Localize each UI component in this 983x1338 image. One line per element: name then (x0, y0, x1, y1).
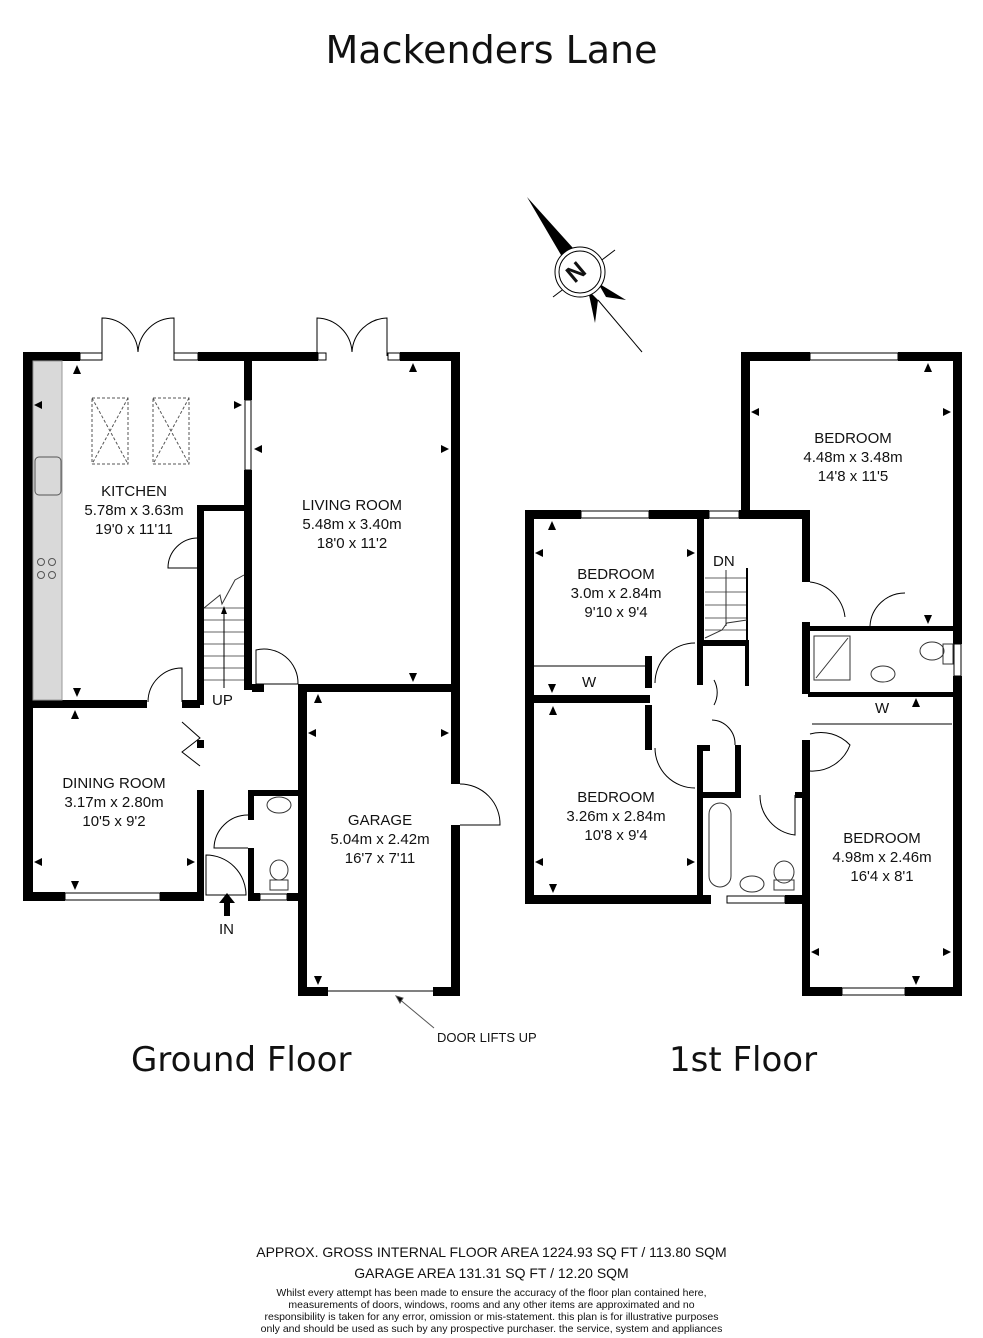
door-lifts-up-arrow-icon (394, 995, 435, 1029)
hob-icon (37, 558, 56, 579)
ground-floor-windows (64, 352, 433, 992)
room-metric: 5.48m x 3.40m (302, 516, 402, 533)
staircase-up-icon (203, 574, 245, 688)
room-name: DINING ROOM (62, 775, 166, 792)
north-compass-icon (527, 197, 643, 353)
room-name: LIVING ROOM (301, 497, 403, 514)
room-metric: 5.04m x 2.42m (330, 831, 430, 848)
room-dining-room: DINING ROOM 3.17m x 2.80m 10'5 x 9'2 (62, 774, 165, 831)
room-bedroom-4: BEDROOM 4.98m x 2.46m 16'4 x 8'1 (832, 829, 931, 886)
room-imperial: 14'8 x 11'5 (817, 468, 889, 485)
room-metric: 5.78m x 3.63m (84, 502, 184, 519)
entrance-arrow-icon (219, 893, 235, 916)
room-name: BEDROOM (577, 566, 655, 583)
room-metric: 4.98m x 2.46m (832, 849, 932, 866)
stairs-down-label: DN (713, 553, 735, 570)
room-imperial: 9'10 x 9'4 (584, 604, 648, 621)
garage-door-note: DOOR LIFTS UP (437, 1030, 537, 1045)
disclaimer-line: responsibility is taken for any error, o… (264, 1311, 719, 1323)
room-bedroom-1: BEDROOM 4.48m x 3.48m 14'8 x 11'5 (803, 429, 902, 486)
gross-area-text: APPROX. GROSS INTERNAL FLOOR AREA 1224.9… (256, 1244, 727, 1260)
disclaimer-line: only and should be used as such by any p… (260, 1323, 723, 1335)
disclaimer-line: Whilst every attempt has been made to en… (276, 1287, 707, 1299)
bathroom-fixtures-icon (708, 635, 954, 893)
first-floor-doors (654, 581, 906, 836)
ground-floor-doors (147, 537, 501, 896)
room-imperial: 10'8 x 9'4 (584, 827, 648, 844)
french-door-living-icon (316, 317, 388, 356)
room-garage: GARAGE 5.04m x 2.42m 16'7 x 7'11 (330, 811, 429, 868)
wardrobe-label-2: W (875, 700, 890, 717)
room-kitchen: KITCHEN 5.78m x 3.63m 19'0 x 11'11 (84, 482, 183, 539)
ground-floor-label: Ground Floor (131, 1040, 352, 1080)
entrance-label: IN (219, 921, 234, 938)
ground-floor-walls (23, 352, 460, 996)
room-name: BEDROOM (814, 430, 892, 447)
room-imperial: 16'4 x 8'1 (850, 868, 914, 885)
dimension-marker-icons (34, 363, 951, 985)
disclaimer-line: measurements of doors, windows, rooms an… (288, 1299, 695, 1311)
room-name: GARAGE (347, 812, 413, 829)
room-imperial: 16'7 x 7'11 (344, 850, 416, 867)
room-name: BEDROOM (577, 789, 655, 806)
room-metric: 3.26m x 2.84m (566, 808, 666, 825)
french-door-kitchen-icon (101, 317, 175, 356)
garage-area-text: GARAGE AREA 131.31 SQ FT / 12.20 SQM (354, 1265, 629, 1281)
room-bedroom-2: BEDROOM 3.0m x 2.84m 9'10 x 9'4 (571, 565, 662, 622)
room-name: BEDROOM (843, 830, 921, 847)
staircase-down-icon (704, 568, 748, 640)
first-floor-windows (534, 352, 962, 996)
room-metric: 3.0m x 2.84m (570, 585, 662, 602)
room-imperial: 19'0 x 11'11 (95, 521, 173, 538)
plan-title: Mackenders Lane (325, 28, 658, 72)
stairs-up-label: UP (212, 692, 233, 709)
sink-icon (34, 456, 62, 496)
first-floor-walls (525, 352, 962, 996)
room-name: KITCHEN (101, 483, 167, 500)
room-imperial: 10'5 x 9'2 (82, 813, 146, 830)
kitchen-worktop (32, 360, 63, 701)
wardrobe-label-1: W (582, 674, 597, 691)
room-metric: 4.48m x 3.48m (803, 449, 903, 466)
first-floor-label: 1st Floor (669, 1040, 818, 1080)
room-bedroom-3: BEDROOM 3.26m x 2.84m 10'8 x 9'4 (566, 788, 665, 845)
disclaimer: Whilst every attempt has been made to en… (0, 1287, 983, 1335)
skylight-icon (91, 397, 190, 465)
room-living-room: LIVING ROOM 5.48m x 3.40m 18'0 x 11'2 (302, 496, 402, 553)
wc-fixtures-icon (266, 796, 292, 891)
room-imperial: 18'0 x 11'2 (316, 535, 388, 552)
room-metric: 3.17m x 2.80m (64, 794, 164, 811)
